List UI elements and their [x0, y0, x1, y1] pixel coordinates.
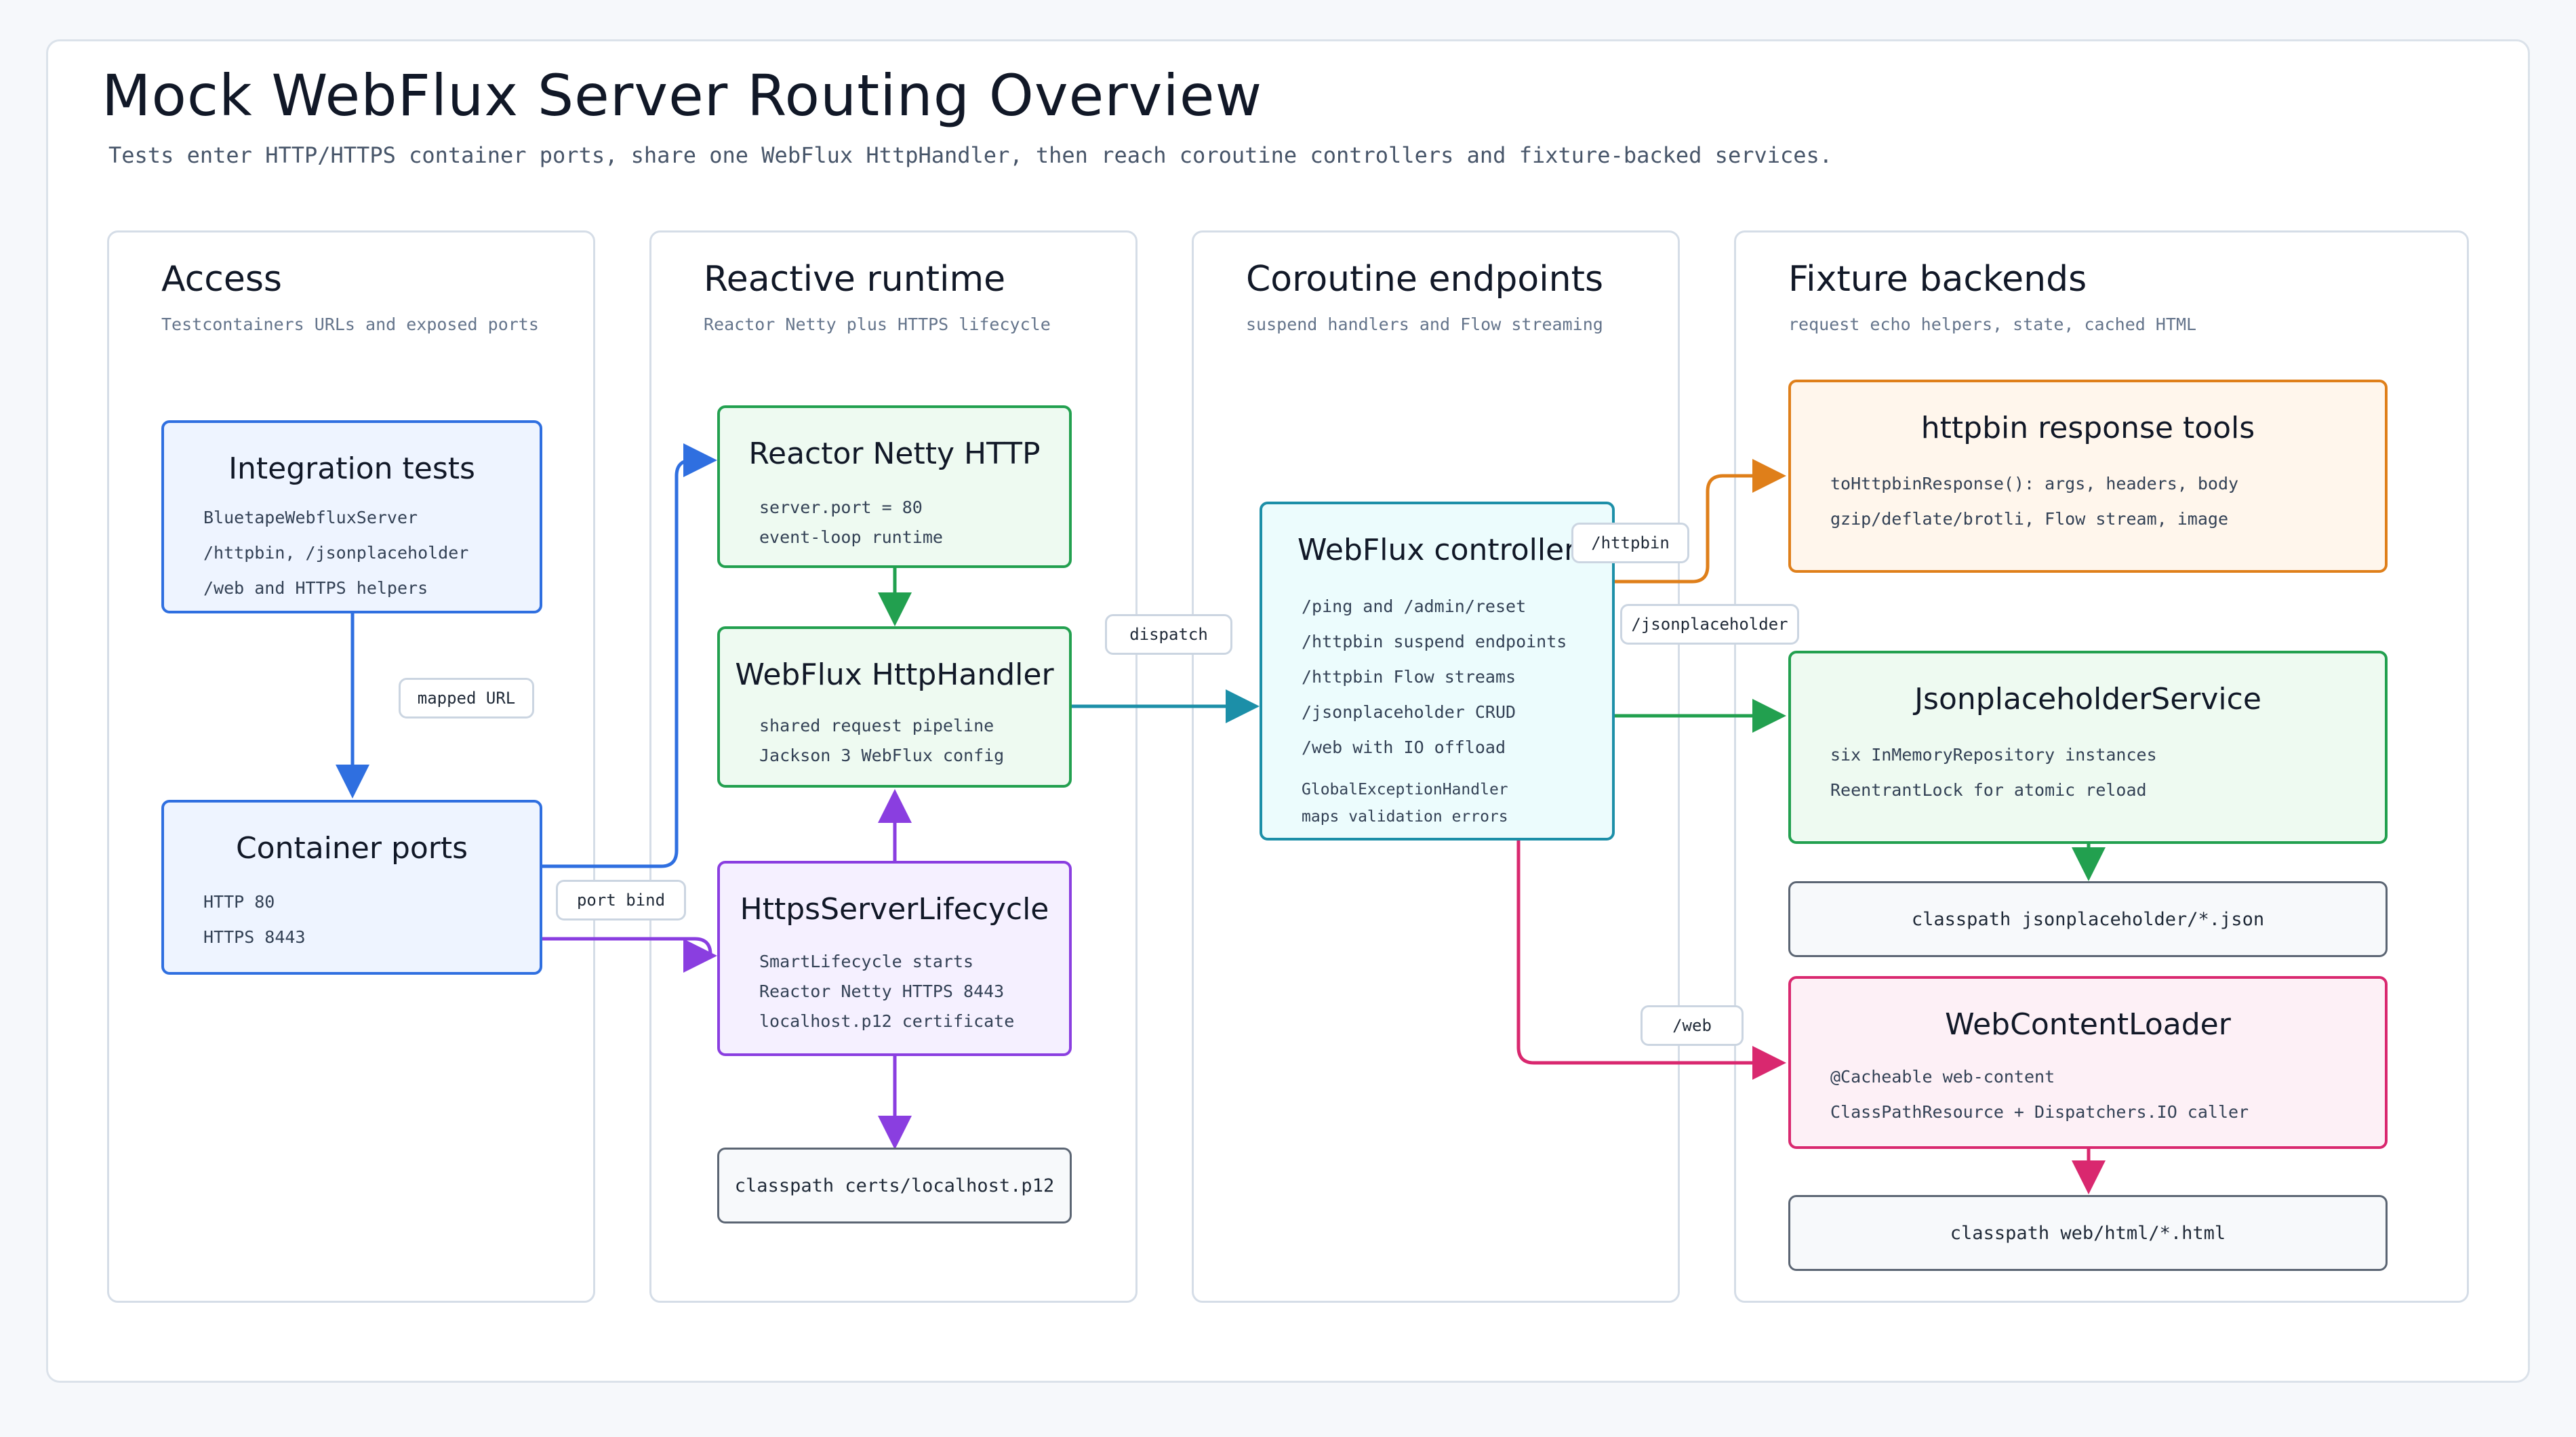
node-title: HttpsServerLifecycle — [740, 892, 1049, 927]
node-webflux-httphandler: WebFlux HttpHandler shared request pipel… — [717, 626, 1072, 788]
node-title: Integration tests — [228, 451, 475, 486]
node-webflux-controllers: WebFlux controllers /ping and /admin/res… — [1260, 502, 1615, 841]
node-title: httpbin response tools — [1920, 411, 2255, 445]
node-line: BluetapeWebfluxServer — [203, 508, 418, 527]
node-httpbin-response-tools: httpbin response tools toHttpbinResponse… — [1788, 380, 2388, 573]
edge-ports-to-https-lifecycle — [542, 929, 727, 963]
node-certs-fixture: classpath certs/localhost.p12 — [717, 1148, 1072, 1223]
column-subtitle-reactive-runtime: Reactor Netty plus HTTPS lifecycle — [704, 315, 1051, 334]
node-title: Reactor Netty HTTP — [748, 437, 1041, 471]
node-title: WebFlux HttpHandler — [735, 657, 1054, 692]
node-line: ReentrantLock for atomic reload — [1830, 780, 2147, 800]
node-container-ports: Container ports HTTP 80 HTTPS 8443 — [161, 800, 542, 975]
node-title: WebContentLoader — [1945, 1007, 2231, 1042]
node-web-content-loader: WebContentLoader @Cacheable web-content … — [1788, 976, 2388, 1149]
node-line: Reactor Netty HTTPS 8443 — [759, 981, 1005, 1001]
node-jsonplaceholder-service: JsonplaceholderService six InMemoryRepos… — [1788, 651, 2388, 844]
edge-controllers-to-httpbin-tools — [1615, 459, 1786, 584]
node-note: GlobalExceptionHandler — [1302, 781, 1508, 798]
page-title: Mock WebFlux Server Routing Overview — [102, 62, 1263, 129]
column-subtitle-coroutine-endpoints: suspend handlers and Flow streaming — [1246, 315, 1603, 334]
column-title-reactive-runtime: Reactive runtime — [704, 259, 1006, 300]
node-line: /ping and /admin/reset — [1302, 596, 1527, 616]
edge-label-httpbin: /httpbin — [1571, 523, 1689, 563]
edge-ports-to-reactor-netty — [542, 443, 717, 868]
node-title: JsonplaceholderService — [1914, 682, 2261, 716]
node-line: HTTP 80 — [203, 892, 275, 912]
column-subtitle-access: Testcontainers URLs and exposed ports — [161, 315, 539, 334]
node-line: ClassPathResource + Dispatchers.IO calle… — [1830, 1102, 2249, 1122]
column-title-coroutine-endpoints: Coroutine endpoints — [1246, 259, 1604, 300]
node-line: /jsonplaceholder CRUD — [1302, 702, 1516, 722]
node-note: maps validation errors — [1302, 808, 1508, 826]
node-line: server.port = 80 — [759, 498, 923, 517]
node-html-fixtures: classpath web/html/*.html — [1788, 1195, 2388, 1271]
node-https-server-lifecycle: HttpsServerLifecycle SmartLifecycle star… — [717, 861, 1072, 1056]
node-label: classpath jsonplaceholder/*.json — [1911, 908, 2265, 930]
column-title-fixture-backends: Fixture backends — [1788, 259, 2087, 300]
edge-controllers-to-web-loader — [1516, 841, 1786, 1080]
node-integration-tests: Integration tests BluetapeWebfluxServer … — [161, 420, 542, 613]
node-line: gzip/deflate/brotli, Flow stream, image — [1830, 509, 2228, 529]
node-jsonplaceholder-fixtures: classpath jsonplaceholder/*.json — [1788, 881, 2388, 957]
node-line: HTTPS 8443 — [203, 927, 306, 947]
node-reactor-netty-http: Reactor Netty HTTP server.port = 80 even… — [717, 405, 1072, 568]
column-subtitle-fixture-backends: request echo helpers, state, cached HTML — [1788, 315, 2197, 334]
node-line: six InMemoryRepository instances — [1830, 745, 2157, 765]
edge-label-web: /web — [1641, 1005, 1744, 1046]
node-line: /httpbin Flow streams — [1302, 667, 1516, 687]
node-line: shared request pipeline — [759, 716, 994, 735]
node-line: /httpbin suspend endpoints — [1302, 632, 1567, 651]
node-title: WebFlux controllers — [1297, 533, 1592, 567]
node-title: Container ports — [235, 831, 468, 866]
edge-label-jsonplaceholder: /jsonplaceholder — [1620, 604, 1799, 645]
node-line: /web and HTTPS helpers — [203, 578, 428, 598]
node-line: toHttpbinResponse(): args, headers, body — [1830, 474, 2239, 493]
edge-label-port-bind: port bind — [556, 880, 686, 920]
node-line: event-loop runtime — [759, 527, 943, 547]
page-subtitle: Tests enter HTTP/HTTPS container ports, … — [108, 142, 1833, 168]
edge-label-mapped-url: mapped URL — [399, 678, 534, 718]
node-label: classpath certs/localhost.p12 — [734, 1175, 1055, 1196]
edge-label-dispatch: dispatch — [1105, 614, 1232, 655]
node-line: /httpbin, /jsonplaceholder — [203, 543, 469, 563]
node-line: Jackson 3 WebFlux config — [759, 746, 1005, 765]
node-line: localhost.p12 certificate — [759, 1011, 1015, 1031]
node-label: classpath web/html/*.html — [1950, 1222, 2226, 1244]
column-title-access: Access — [161, 259, 283, 300]
node-line: /web with IO offload — [1302, 737, 1506, 757]
node-line: @Cacheable web-content — [1830, 1067, 2055, 1087]
node-line: SmartLifecycle starts — [759, 952, 974, 971]
